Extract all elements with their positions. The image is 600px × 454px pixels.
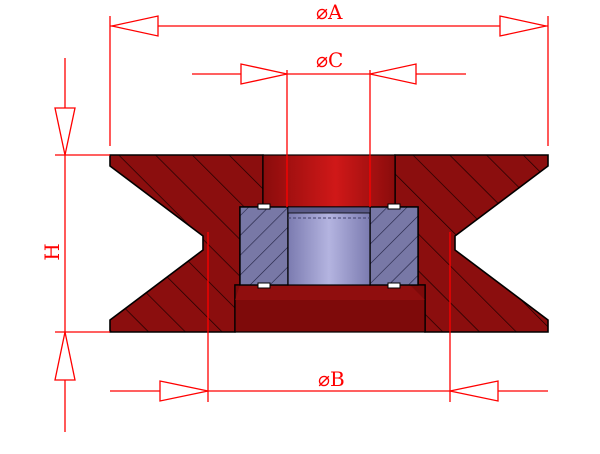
dim-C-label: ⌀C	[316, 48, 343, 72]
dim-A-label: ⌀A	[316, 0, 343, 24]
dim-B-label: ⌀B	[318, 367, 345, 391]
dim-H-label: H	[40, 243, 64, 260]
bearing-outer-ring-right	[369, 206, 419, 286]
upper-bore	[262, 154, 396, 208]
bearing-outer-ring-left	[239, 206, 289, 286]
bearing-inner-sleeve	[287, 206, 371, 286]
